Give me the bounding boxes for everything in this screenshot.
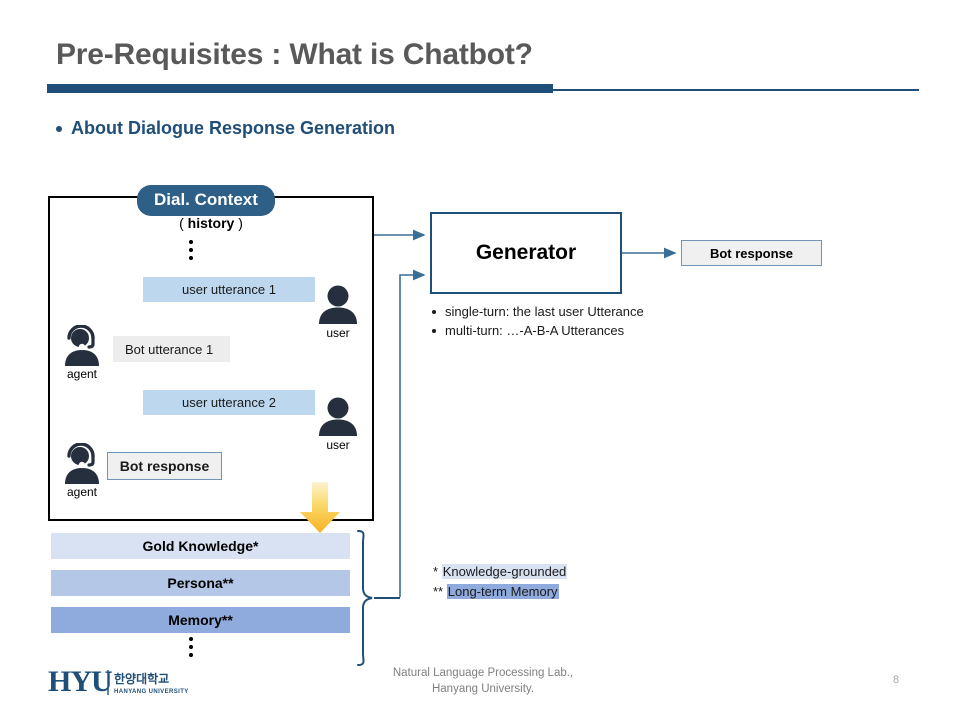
history-text: history — [187, 215, 235, 231]
logo-english-text: HANYANG UNIVERSITY — [114, 689, 189, 695]
footnote-item-2: ** Long-term Memory — [433, 582, 567, 602]
history-label: ( history ) — [48, 215, 374, 231]
avatar-label: user — [326, 326, 350, 340]
bullet-icon — [56, 125, 62, 132]
dialogue-context-badge: Dial. Context — [137, 185, 275, 216]
knowledge-bar-gold-knowledge: Gold Knowledge* — [51, 533, 350, 559]
generator-bullet-text: multi-turn: …-A-B-A Utterances — [445, 322, 625, 338]
down-arrow-icon — [300, 482, 340, 533]
logo-korean-text: 한양대학교 — [114, 671, 169, 686]
bullet-icon — [432, 310, 436, 314]
agent-avatar-2: agent — [58, 443, 106, 498]
message-bubble-bot-response: Bot response — [107, 452, 222, 480]
message-bubble-user-1: user utterance 1 — [143, 277, 315, 302]
message-bubble-user-2: user utterance 2 — [143, 390, 315, 415]
agent-avatar-1: agent — [58, 325, 106, 380]
user-icon — [319, 397, 357, 436]
generator-output-box: Bot response — [681, 240, 822, 266]
hyu-logo: HYU 한양대학교 HANYANG UNIVERSITY — [48, 665, 189, 698]
knowledge-bar-memory: Memory** — [51, 607, 350, 633]
bullet-icon — [432, 328, 436, 333]
avatar-label: agent — [66, 367, 98, 381]
avatar-label: agent — [66, 485, 98, 499]
knowledge-bar-label: Gold Knowledge* — [142, 538, 259, 554]
message-bubble-bot-1: Bot utterance 1 — [113, 336, 230, 362]
knowledge-bar-persona: Persona** — [51, 570, 350, 596]
svg-text:HYU: HYU — [48, 665, 112, 698]
footer-line-2: Hanyang University. — [431, 682, 535, 695]
agent-headset-icon — [65, 443, 99, 484]
footnote-marker: ** — [433, 583, 444, 599]
user-avatar-2: user — [314, 396, 362, 451]
generator-label: Generator — [475, 241, 577, 264]
generator-bullets: single-turn: the last user Utterance mul… — [432, 303, 762, 341]
agent-headset-icon — [65, 325, 99, 366]
knowledge-bar-label: Memory** — [168, 612, 233, 628]
footer-lab-text: Natural Language Processing Lab., Hanyan… — [388, 666, 578, 697]
generator-bullet-text: single-turn: the last user Utterance — [445, 304, 644, 319]
generator-bullet-item: multi-turn: …-A-B-A Utterances — [432, 322, 762, 341]
footnote-text: Long-term Memory — [446, 583, 559, 599]
page-number: 8 — [893, 674, 900, 686]
history-paren-close: ) — [238, 215, 243, 231]
footnotes: * Knowledge-grounded ** Long-term Memory — [433, 562, 568, 602]
curly-brace-icon — [357, 530, 373, 666]
generator-bullet-item: single-turn: the last user Utterance — [432, 303, 762, 322]
subtitle: About Dialogue Response Generation — [56, 118, 395, 139]
history-paren-open: ( — [179, 215, 184, 231]
user-icon — [319, 285, 357, 324]
footer-line-1: Natural Language Processing Lab., — [392, 667, 574, 679]
footnote-text: Knowledge-grounded — [441, 564, 568, 579]
brace-connector-line — [374, 597, 400, 599]
generator-output-label: Bot response — [709, 245, 794, 261]
generator-box: Generator — [430, 212, 622, 294]
user-avatar-1: user — [314, 284, 362, 339]
footnote-marker: * — [433, 564, 439, 579]
knowledge-vertical-dots-icon — [189, 637, 193, 657]
subtitle-label: About Dialogue Response Generation — [71, 118, 396, 138]
context-vertical-dots-icon — [189, 240, 193, 260]
page-title: Pre-Requisites : What is Chatbot? — [56, 38, 533, 71]
avatar-label: user — [326, 438, 350, 452]
footnote-item-1: * Knowledge-grounded — [433, 562, 568, 582]
title-underline-thick — [47, 84, 553, 93]
knowledge-bar-label: Persona** — [167, 575, 234, 591]
